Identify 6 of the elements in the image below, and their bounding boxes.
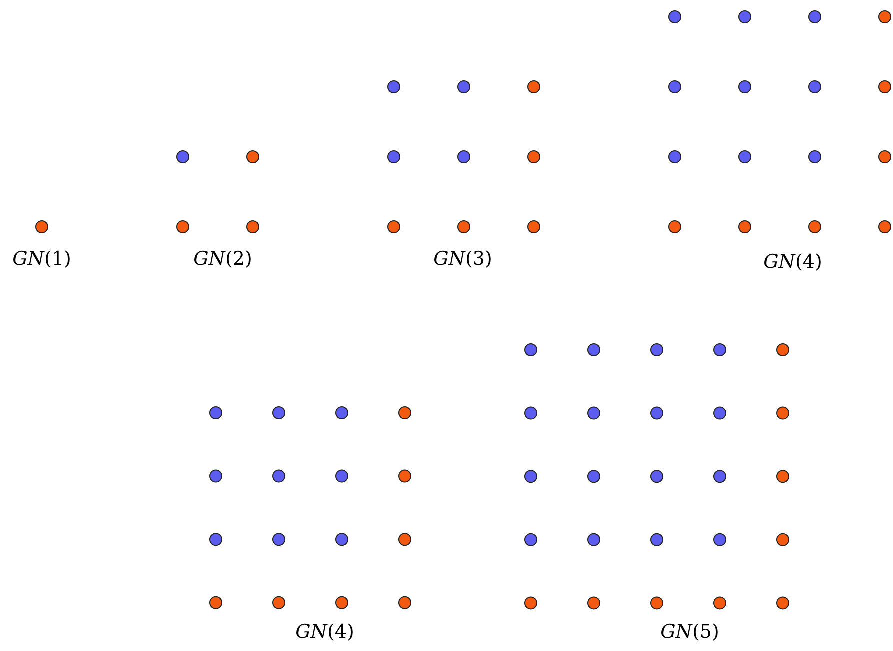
figure-label: GN(5): [660, 623, 720, 642]
figure-label: GN(3): [434, 250, 492, 269]
figure-label: GN(4): [296, 623, 354, 642]
figure-label: GN(2): [194, 250, 252, 269]
figure-label: GN(4): [764, 253, 822, 272]
figure-label: GN(1): [12, 250, 72, 269]
